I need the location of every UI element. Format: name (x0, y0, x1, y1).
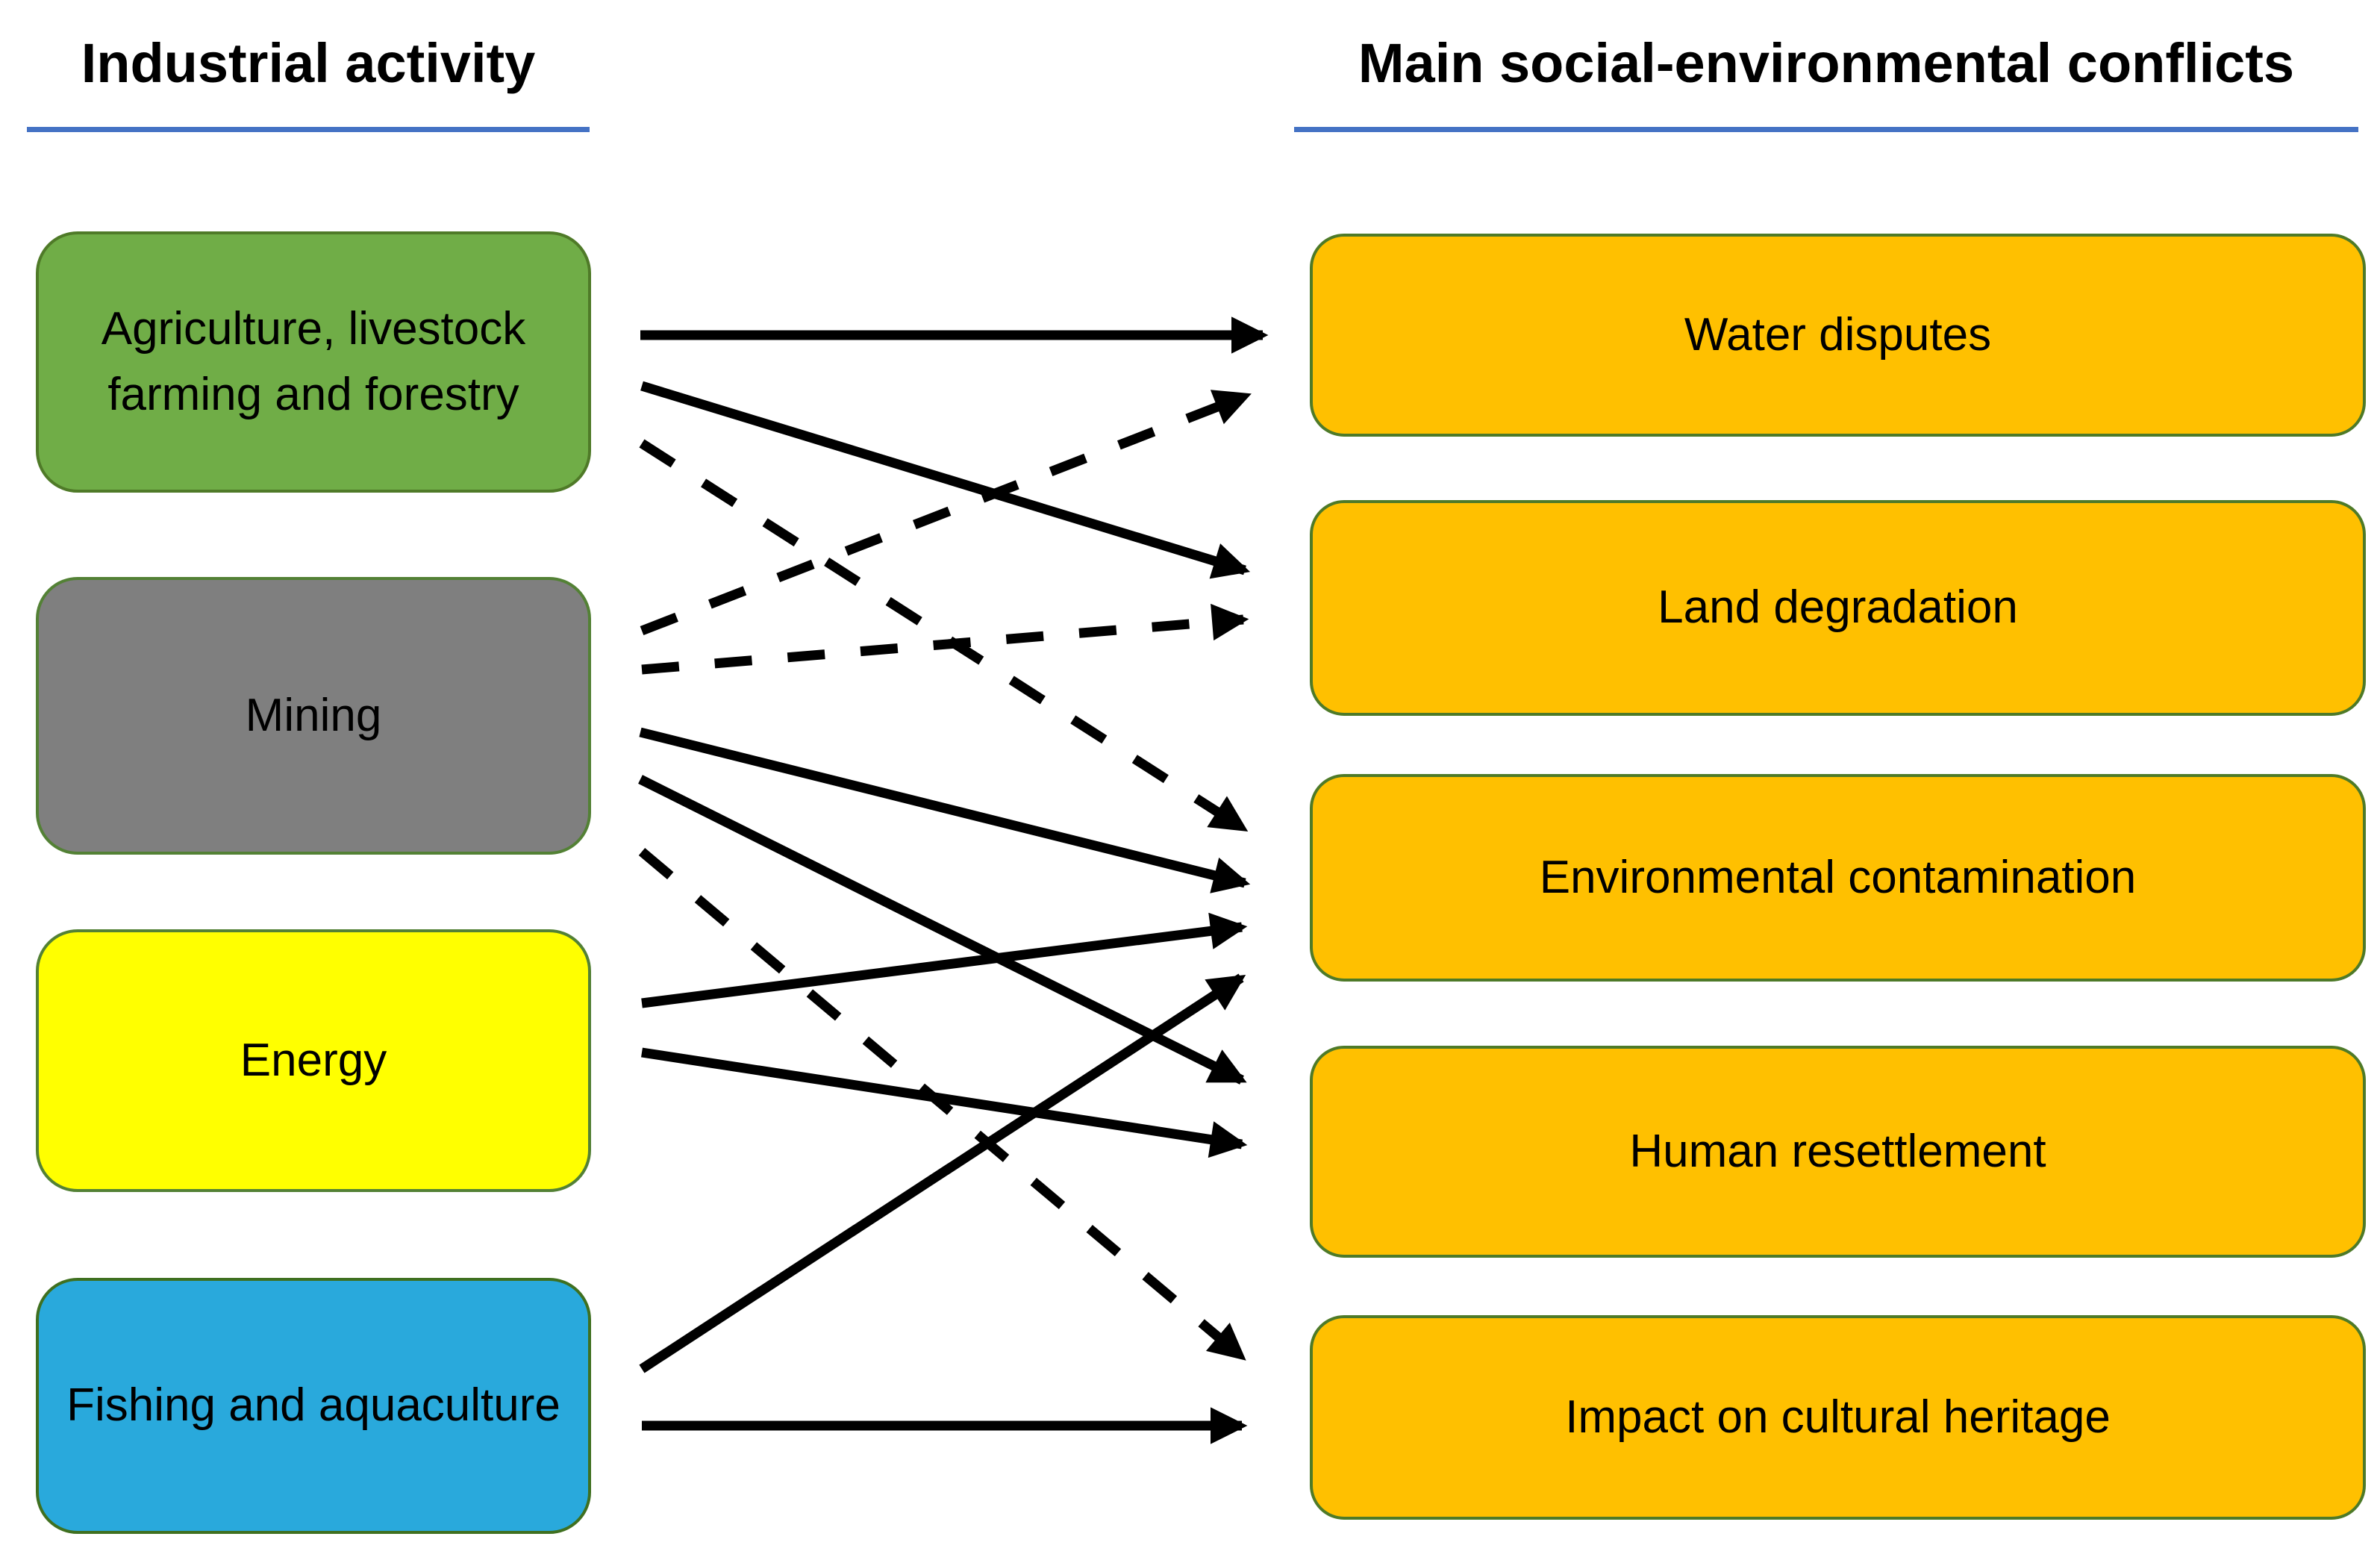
node-human-resettlement: Human resettlement (1310, 1046, 2366, 1258)
node-water-disputes-label: Water disputes (1684, 308, 1992, 361)
node-energy: Energy (36, 929, 591, 1192)
node-impact-cultural-heritage: Impact on cultural heritage (1310, 1315, 2366, 1520)
arrow-mining-environmental_contamination-solid (639, 727, 1251, 893)
arrow-mining-water_disputes-dashed (640, 390, 1252, 636)
arrow-agriculture-land_degradation-solid (640, 381, 1251, 579)
node-agriculture-label: Agriculture, livestock farming and fores… (101, 302, 526, 420)
node-human-resettlement-label: Human resettlement (1629, 1125, 2046, 1177)
node-environmental-contamination: Environmental contamination (1310, 774, 2366, 982)
left-title-underline (27, 127, 590, 132)
arrow-agriculture-environmental_contamination-dashed (639, 439, 1249, 833)
node-fishing-label: Fishing and aquaculture (66, 1379, 560, 1432)
arrow-fishing-environmental_contamination-solid (639, 973, 1246, 1373)
node-mining-label: Mining (245, 689, 382, 741)
arrow-mining-land_degradation-dashed (641, 603, 1249, 675)
arrow-mining-human_resettlement-solid (638, 775, 1247, 1085)
node-water-disputes: Water disputes (1310, 234, 2366, 437)
node-agriculture: Agriculture, livestock farming and fores… (36, 231, 591, 493)
arrow-mining-impact_cultural_heritage-dashed (638, 848, 1246, 1361)
node-mining: Mining (36, 577, 591, 855)
left-column-title: Industrial activity (81, 32, 536, 94)
node-land-degradation-label: Land degradation (1658, 581, 2018, 634)
right-title-underline (1294, 127, 2358, 132)
node-environmental-contamination-label: Environmental contamination (1539, 851, 2137, 903)
node-fishing: Fishing and aquaculture (36, 1278, 591, 1534)
node-impact-cultural-heritage-label: Impact on cultural heritage (1565, 1391, 2111, 1443)
right-column-title: Main social-environmental conflicts (1358, 32, 2295, 94)
arrow-energy-human_resettlement-solid (641, 1047, 1248, 1158)
node-energy-label: Energy (240, 1034, 387, 1086)
arrow-energy-environmental_contamination-solid (641, 912, 1248, 1008)
node-land-degradation: Land degradation (1310, 500, 2366, 716)
